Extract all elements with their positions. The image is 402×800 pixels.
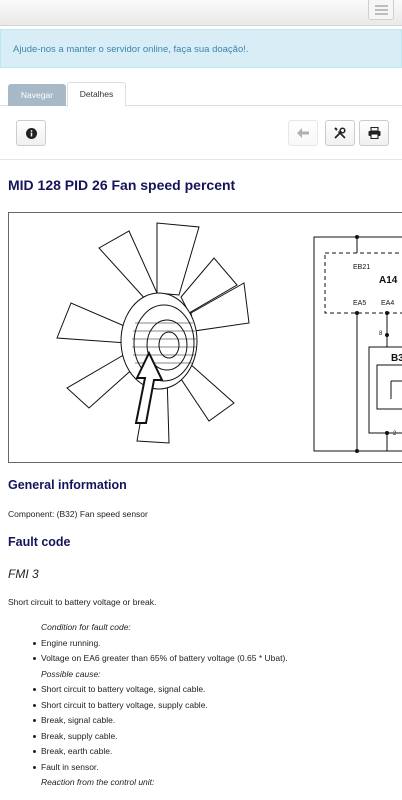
fan-drawing: EB21 A14 EA5 EA4 8 B3 2 — [56, 222, 402, 453]
tools-button[interactable] — [325, 120, 355, 146]
info-button[interactable] — [16, 120, 46, 146]
label-b3: B3 — [391, 353, 402, 364]
fault-list-caption: Condition for fault code: — [41, 622, 131, 632]
top-navbar — [0, 0, 402, 26]
fault-list-item: Short circuit to battery voltage, supply… — [33, 698, 391, 714]
arrow-left-icon — [297, 128, 309, 138]
fan-sensor-diagram: EB21 A14 EA5 EA4 8 B3 2 — [8, 212, 402, 463]
tools-icon — [334, 127, 346, 139]
page-title: MID 128 PID 26 Fan speed percent — [8, 177, 236, 193]
fault-list-item: Engine running. — [33, 636, 391, 652]
info-icon — [25, 127, 37, 139]
fault-list-item: Voltage on EA6 greater than 65% of batte… — [33, 651, 391, 667]
label-ea5: EA5 — [353, 300, 366, 307]
fault-details-list: Condition for fault code: Engine running.… — [33, 620, 391, 791]
fault-list-item: Break, signal cable. — [33, 713, 391, 729]
fmi-code: FMI 3 — [8, 567, 39, 581]
tab-detalhes[interactable]: Detalhes — [67, 82, 126, 107]
printer-icon — [368, 127, 380, 139]
component-text: Component: (B32) Fan speed sensor — [8, 509, 148, 519]
tab-bar: Navegar Detalhes — [0, 82, 402, 107]
label-pin2: 2 — [393, 431, 397, 437]
fault-list-item: Break, earth cable. — [33, 744, 391, 760]
back-button[interactable] — [288, 120, 318, 146]
label-eb21: EB21 — [353, 264, 370, 271]
fault-list-item: Fault in sensor. — [33, 760, 391, 776]
donation-alert-text: Ajude-nos a manter o servidor online, fa… — [13, 44, 249, 55]
action-toolbar — [0, 106, 402, 160]
label-pin8: 8 — [379, 331, 383, 337]
donation-alert: Ajude-nos a manter o servidor online, fa… — [0, 29, 402, 68]
fault-list-item: Short circuit to battery voltage, signal… — [33, 682, 391, 698]
hamburger-menu-icon[interactable] — [368, 0, 394, 20]
fault-code-heading: Fault code — [8, 535, 71, 549]
label-a14: A14 — [379, 275, 398, 286]
fault-list-caption: Reaction from the control unit: — [41, 777, 155, 787]
fault-list-caption: Possible cause: — [41, 668, 101, 679]
tab-navegar[interactable]: Navegar — [8, 84, 66, 106]
fault-description: Short circuit to battery voltage or brea… — [8, 597, 157, 607]
general-information-heading: General information — [8, 478, 127, 492]
label-ea4: EA4 — [381, 300, 394, 307]
fault-list-item: Break, supply cable. — [33, 729, 391, 745]
print-button[interactable] — [359, 120, 389, 146]
